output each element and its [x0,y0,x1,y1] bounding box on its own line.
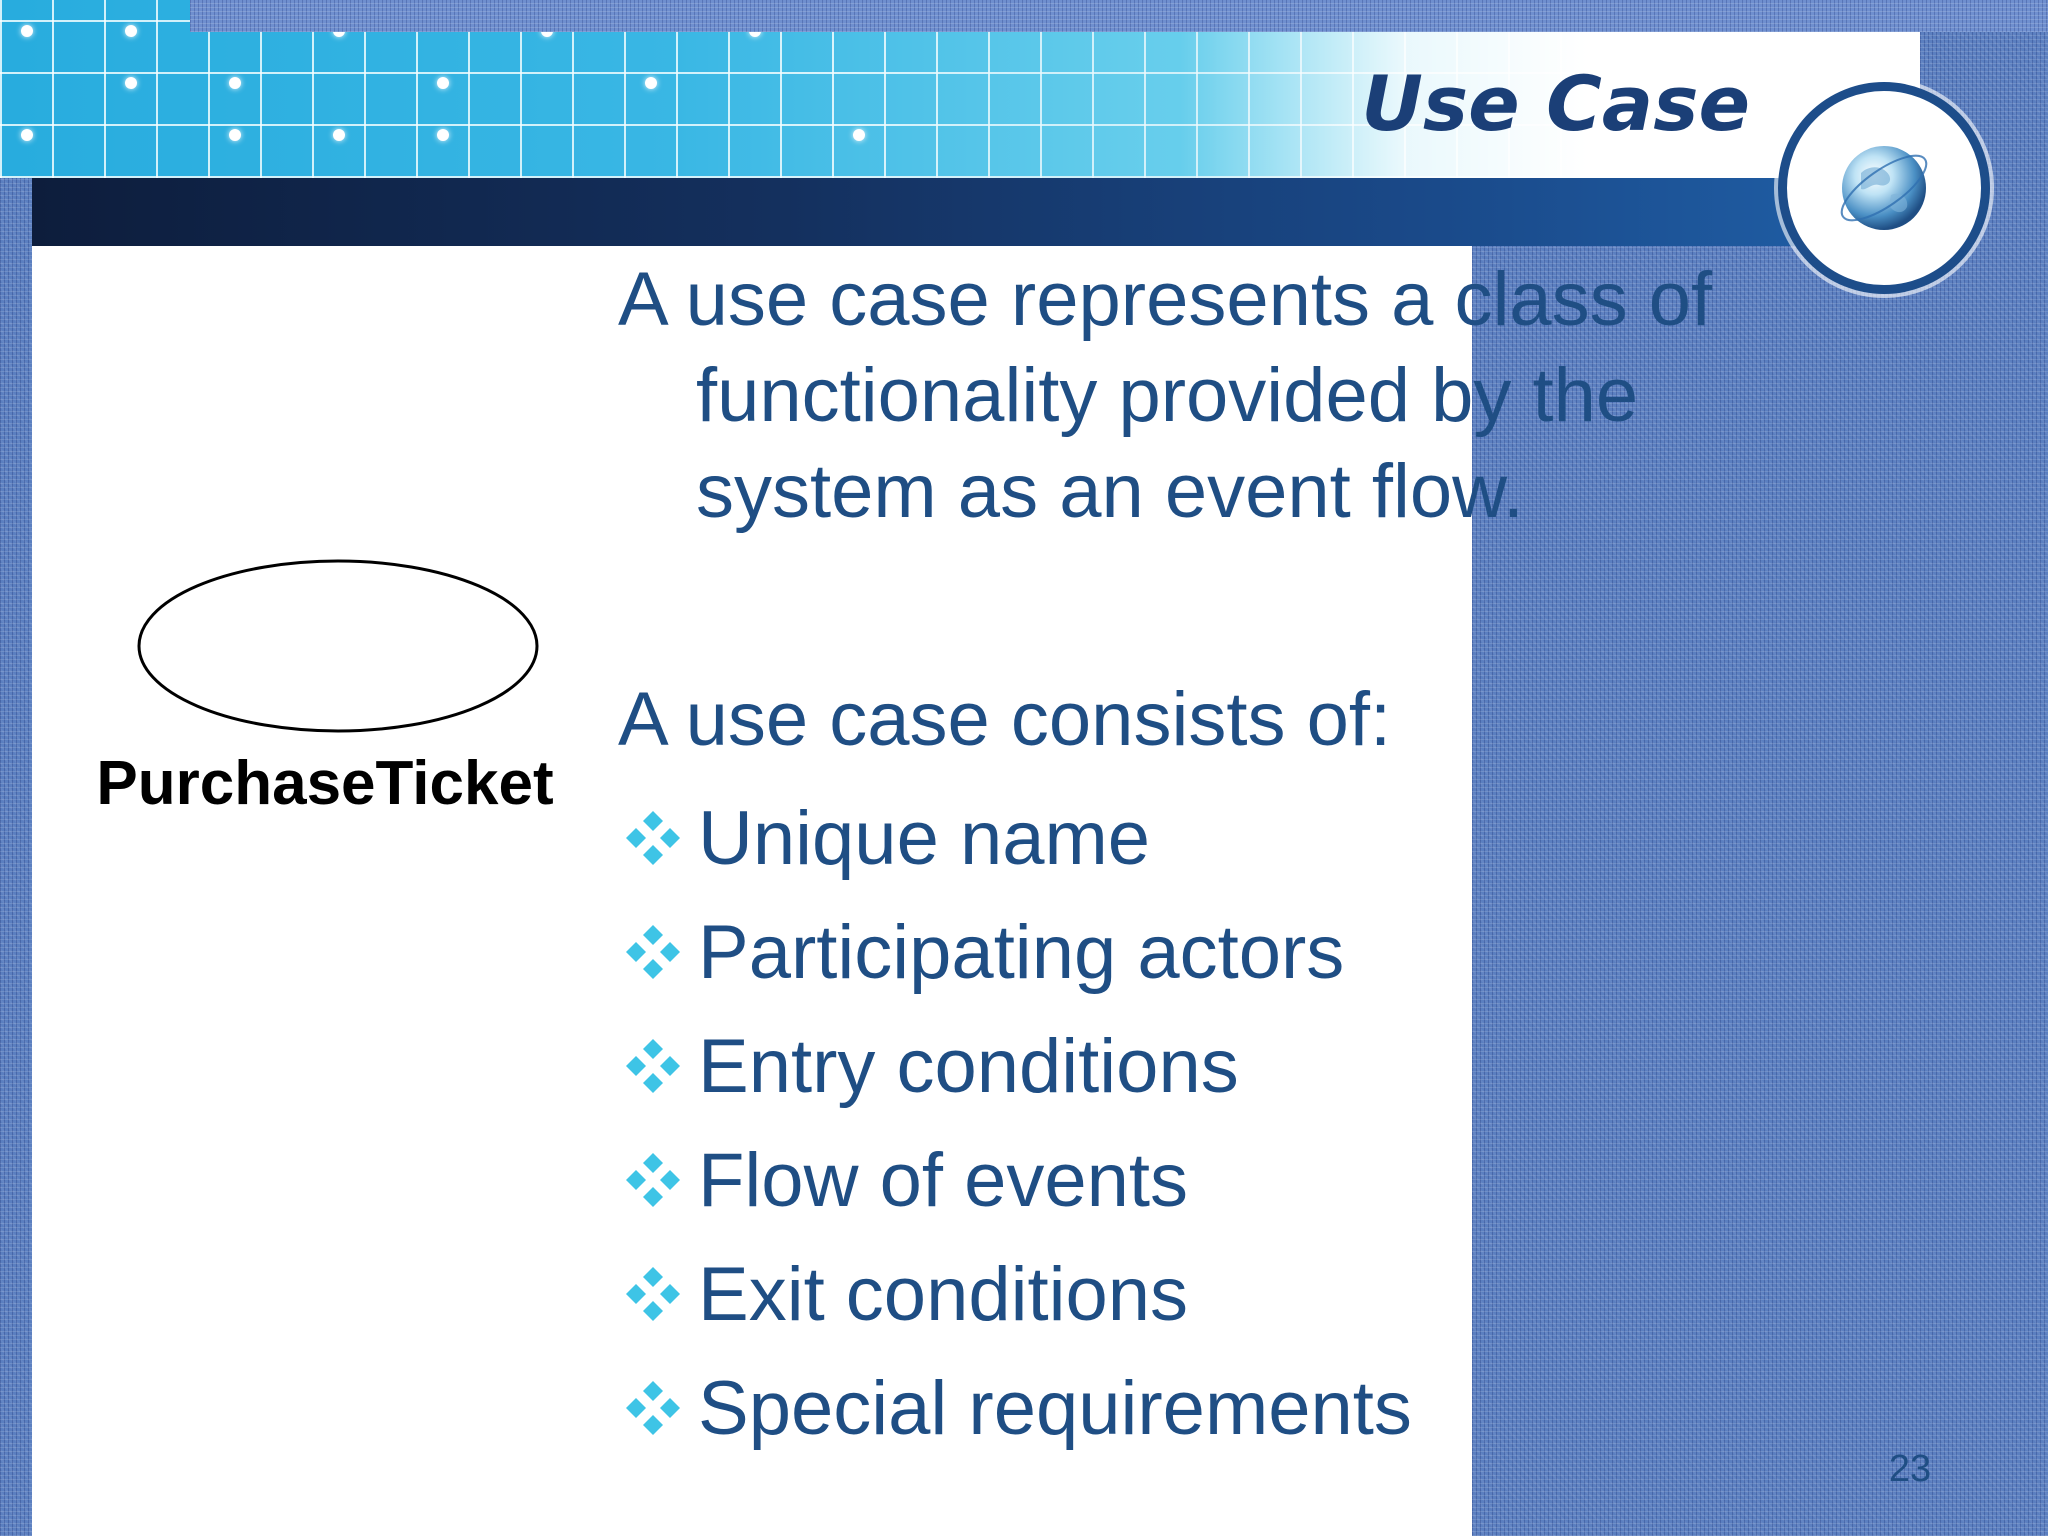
bullet-item: Flow of events [622,1130,1188,1230]
slide-title: Use Case [1361,59,1750,148]
header-top-strip [190,0,2048,32]
bullet-item: Unique name [622,788,1150,888]
four-diamond-bullet-icon [626,1381,680,1435]
use-case-label: PurchaseTicket [96,749,554,818]
globe-icon [1840,146,1928,230]
bullet-item: Exit conditions [622,1244,1188,1344]
bullet-item: Participating actors [622,902,1344,1002]
four-diamond-bullet-icon [626,1039,680,1093]
content-panel [32,246,1472,1536]
definition-line-2: functionality provided by the [696,353,1639,438]
four-diamond-bullet-icon [626,1153,680,1207]
definition-paragraph: A use case represents a class of functio… [618,252,1712,540]
consists-intro: A use case consists of: [618,677,1392,762]
bullet-label: Entry conditions [698,1023,1239,1109]
bullet-item: Entry conditions [622,1016,1239,1116]
definition-line-3: system as an event flow. [696,449,1524,534]
four-diamond-bullet-icon [626,1267,680,1321]
globe-badge [1778,82,1990,294]
use-case-ellipse [137,559,539,733]
four-diamond-bullet-icon [626,925,680,979]
bullet-label: Participating actors [698,909,1345,995]
header-band [32,178,1910,246]
bullet-label: Unique name [698,795,1151,881]
four-diamond-bullet-icon [626,811,680,865]
definition-line-1: A use case represents a class of [618,257,1713,342]
bullet-label: Flow of events [698,1137,1188,1223]
bullet-label: Special requirements [698,1365,1412,1451]
bullet-item: Special requirements [622,1358,1412,1458]
bullet-label: Exit conditions [698,1251,1189,1337]
page-number: 23 [1888,1448,1932,1490]
